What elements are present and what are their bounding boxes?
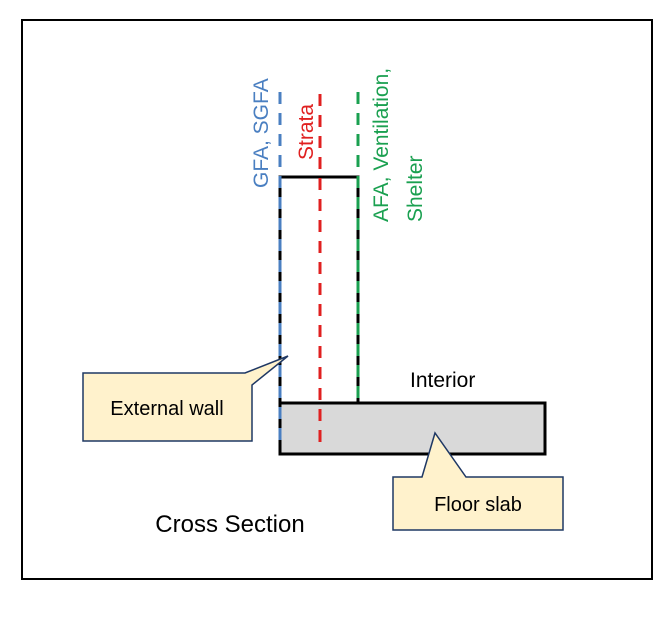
floor-slab-shape: [278, 401, 547, 456]
strata-label: Strata: [295, 104, 318, 160]
external-wall-callout: [82, 355, 289, 442]
external-wall-label: External wall: [110, 398, 223, 420]
floor-slab-callout: [392, 431, 564, 531]
gfa-sgfa-label: GFA, SGFA: [250, 78, 273, 188]
afa-ventilation-label: AFA, Ventilation,: [370, 68, 393, 222]
shelter-label: Shelter: [404, 155, 427, 222]
floor-slab-label: Floor slab: [434, 494, 522, 516]
interior-label: Interior: [410, 369, 475, 392]
cross-section-caption: Cross Section: [155, 511, 304, 538]
